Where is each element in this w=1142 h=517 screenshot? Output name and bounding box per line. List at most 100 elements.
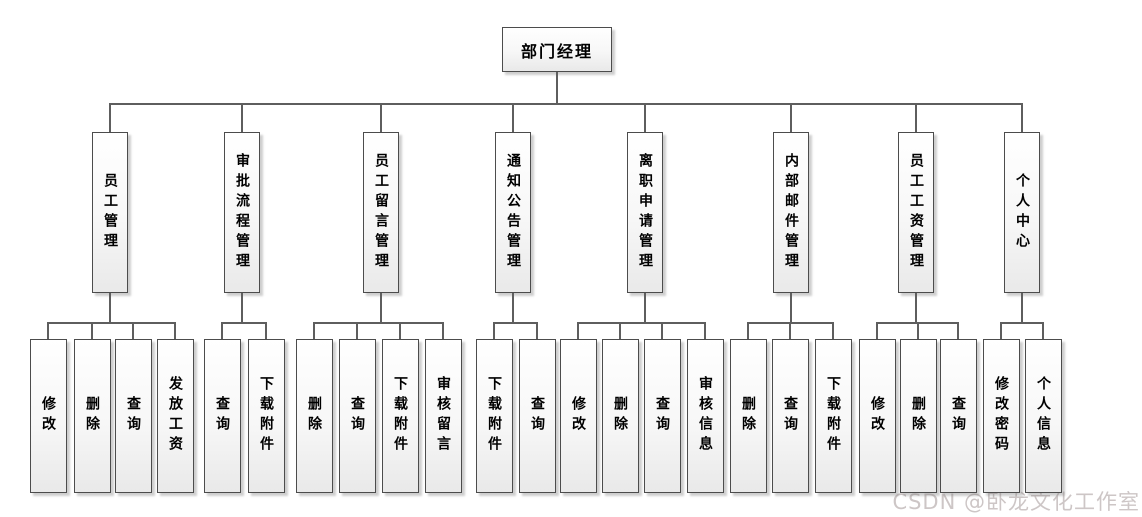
leaf-node-label: 查询 [214,396,230,436]
branch-node-7: 个人中心 [1004,132,1040,293]
leaf-node-6-0: 修改 [858,339,896,493]
leaf-node-label: 下载附件 [486,376,502,456]
connector-leaf-3-1-stub [536,322,538,339]
leaf-node-label: 修改 [869,396,885,436]
watermark: CSDN @卧龙文化工作室 [892,490,1140,514]
branch-node-label: 离职申请管理 [637,152,653,273]
connector-group-4-horizontal [577,322,706,324]
leaf-node-2-0: 删除 [295,339,333,493]
connector-leaf-0-0-stub [47,322,49,339]
leaf-node-label: 查询 [529,396,545,436]
connector-branch-7-top-stub [1021,103,1023,132]
leaf-node-label: 下载附件 [258,376,274,456]
leaf-node-label: 修改 [570,396,586,436]
leaf-node-2-2: 下载附件 [381,339,419,493]
leaf-node-5-1: 查询 [771,339,809,493]
connector-branch-6-top-stub [915,103,917,132]
leaf-node-label: 个人信息 [1035,376,1051,456]
branch-node-6: 员工工资管理 [898,132,934,293]
leaf-node-label: 查询 [349,396,365,436]
connector-branch-0-bottom-stub [109,293,111,322]
leaf-node-label: 查询 [950,396,966,436]
root-node-label: 部门经理 [520,41,593,61]
connector-leaf-3-0-stub [493,322,495,339]
branch-node-label: 内部邮件管理 [783,152,799,273]
leaf-node-3-1: 查询 [518,339,556,493]
connector-leaf-2-3-stub [442,322,444,339]
connector-branch-4-bottom-stub [644,293,646,322]
leaf-node-label: 删除 [740,396,756,436]
leaf-node-2-1: 查询 [338,339,376,493]
leaf-node-label: 审核信息 [697,376,713,456]
connector-branch-3-top-stub [512,103,514,132]
branch-node-label: 通知公告管理 [505,152,521,273]
leaf-node-4-2: 查询 [643,339,681,493]
leaf-node-label: 删除 [612,396,628,436]
connector-branch-3-bottom-stub [512,293,514,322]
root-node: 部门经理 [502,27,612,72]
leaf-node-label: 查询 [125,396,141,436]
branch-node-1: 审批流程管理 [224,132,260,293]
connector-tier1-horizontal [109,103,1023,105]
connector-branch-0-top-stub [109,103,111,132]
connector-group-1-horizontal [221,322,267,324]
connector-leaf-7-0-stub [1000,322,1002,339]
leaf-node-0-3: 发放工资 [156,339,194,493]
connector-leaf-0-2-stub [132,322,134,339]
leaf-node-5-0: 删除 [729,339,767,493]
leaf-node-7-0: 修改密码 [982,339,1020,493]
leaf-node-label: 删除 [306,396,322,436]
connector-branch-7-bottom-stub [1021,293,1023,322]
leaf-node-6-2: 查询 [939,339,977,493]
connector-leaf-0-1-stub [91,322,93,339]
connector-branch-2-top-stub [380,103,382,132]
branch-node-2: 员工留言管理 [363,132,399,293]
connector-leaf-4-1-stub [619,322,621,339]
leaf-node-0-0: 修改 [29,339,67,493]
leaf-node-label: 下载附件 [392,376,408,456]
leaf-node-label: 审核留言 [435,376,451,456]
leaf-node-0-1: 删除 [73,339,111,493]
branch-node-3: 通知公告管理 [495,132,531,293]
leaf-node-4-3: 审核信息 [686,339,724,493]
connector-branch-1-top-stub [241,103,243,132]
connector-leaf-1-1-stub [265,322,267,339]
connector-leaf-4-3-stub [704,322,706,339]
connector-leaf-2-0-stub [313,322,315,339]
connector-leaf-4-2-stub [661,322,663,339]
leaf-node-label: 删除 [84,396,100,436]
leaf-node-2-3: 审核留言 [424,339,462,493]
connector-leaf-0-3-stub [174,322,176,339]
connector-group-3-horizontal [493,322,538,324]
connector-leaf-5-0-stub [747,322,749,339]
leaf-node-6-1: 删除 [899,339,937,493]
leaf-node-5-2: 下载附件 [814,339,852,493]
connector-root-stub [556,72,558,103]
leaf-node-label: 修改 [40,396,56,436]
connector-group-0-horizontal [47,322,176,324]
branch-node-label: 员工留言管理 [373,152,389,273]
branch-node-label: 个人中心 [1014,172,1030,253]
leaf-node-1-0: 查询 [203,339,241,493]
connector-leaf-5-2-stub [832,322,834,339]
connector-leaf-4-0-stub [577,322,579,339]
connector-leaf-5-1-stub [789,322,791,339]
branch-node-label: 员工工资管理 [908,152,924,273]
leaf-node-7-1: 个人信息 [1024,339,1062,493]
connector-branch-6-bottom-stub [915,293,917,322]
leaf-node-label: 查询 [782,396,798,436]
connector-leaf-2-1-stub [356,322,358,339]
connector-leaf-2-2-stub [399,322,401,339]
connector-branch-5-bottom-stub [790,293,792,322]
branch-node-label: 员工管理 [102,172,118,253]
leaf-node-label: 发放工资 [167,376,183,456]
leaf-node-label: 查询 [654,396,670,436]
leaf-node-label: 下载附件 [825,376,841,456]
connector-leaf-1-0-stub [221,322,223,339]
connector-branch-5-top-stub [790,103,792,132]
leaf-node-label: 修改密码 [993,376,1009,456]
connector-branch-1-bottom-stub [241,293,243,322]
branch-node-4: 离职申请管理 [627,132,663,293]
branch-node-label: 审批流程管理 [234,152,250,273]
